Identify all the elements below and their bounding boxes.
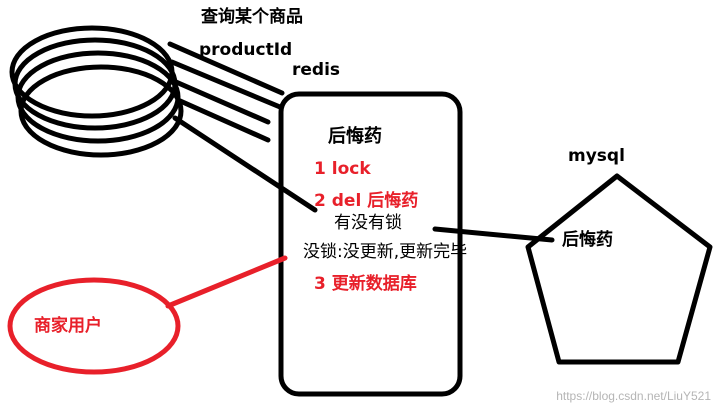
redis-box-title: 后悔药: [328, 126, 382, 147]
mysql-pentagon: [525, 173, 713, 365]
redis-box: [278, 91, 463, 397]
request-line-3: [173, 79, 271, 125]
step-lock: 1 lock: [314, 159, 371, 179]
step-update-db: 3 更新数据库: [314, 274, 417, 294]
merchant-ellipse: [7, 277, 181, 375]
step-del: 2 del 后悔药: [314, 191, 419, 211]
has-lock-text: 有没有锁: [334, 213, 402, 233]
mysql-value: 后悔药: [562, 230, 613, 250]
redis-mysql-connector: [432, 226, 555, 243]
request-ellipses: [9, 25, 184, 158]
product-id-label: productId: [199, 40, 293, 60]
merchant-label: 商家用户: [34, 316, 102, 336]
request-line-1: [167, 41, 285, 96]
watermark-text: https://blog.csdn.net/LiuY521: [556, 389, 711, 403]
query-product-label: 查询某个商品: [201, 7, 303, 27]
request-line-4: [175, 97, 271, 143]
redis-label: redis: [292, 60, 341, 80]
merchant-redis-connector: [165, 255, 288, 309]
no-lock-text: 没锁:没更新,更新完毕: [303, 242, 468, 262]
request-ellipse-4: [18, 64, 184, 158]
request-line-2: [169, 59, 283, 110]
request-lines: [167, 41, 318, 213]
request-line-5: [172, 115, 318, 213]
mysql-label: mysql: [568, 146, 625, 166]
